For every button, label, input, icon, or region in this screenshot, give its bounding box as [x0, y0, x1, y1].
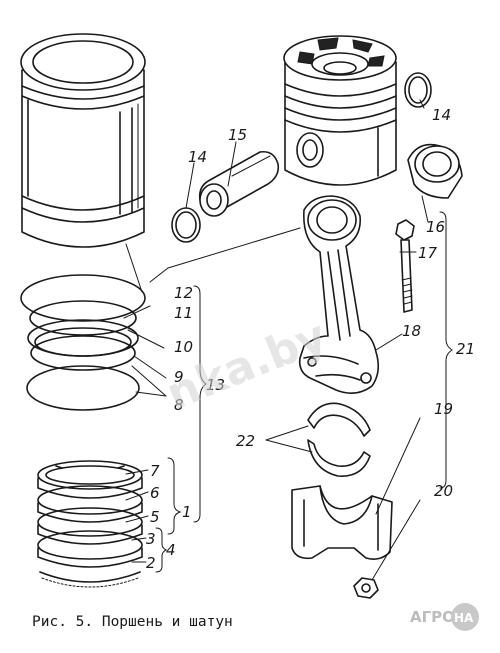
label-5: 5	[150, 508, 160, 526]
connecting-rod	[298, 195, 380, 394]
label-7: 7	[150, 462, 160, 480]
label-1: 1	[182, 503, 192, 521]
label-11: 11	[174, 304, 193, 322]
label-14-right: 14	[432, 106, 451, 124]
brand-part1: АГРО	[410, 608, 455, 626]
small-end-bushing	[407, 143, 463, 199]
label-19: 19	[434, 400, 453, 418]
connecting-rod-bolt	[395, 219, 415, 313]
label-12: 12	[174, 284, 193, 302]
label-10: 10	[174, 338, 193, 356]
label-16: 16	[426, 218, 445, 236]
label-20: 20	[434, 482, 453, 500]
bearing-shell-lower	[307, 439, 371, 477]
piston-pin	[198, 150, 280, 217]
label-18: 18	[402, 322, 421, 340]
rod-nut	[353, 577, 379, 599]
label-6: 6	[150, 484, 160, 502]
label-15: 15	[228, 126, 247, 144]
liner-seal-rings	[20, 274, 146, 411]
piston	[283, 35, 397, 186]
label-4: 4	[166, 541, 176, 559]
watermark-text: nka.by	[160, 310, 334, 420]
label-9: 9	[174, 368, 184, 386]
piston-ring-set	[37, 460, 143, 588]
label-17: 17	[418, 244, 438, 262]
label-3: 3	[146, 530, 156, 548]
brand-logo: АГРО НА	[410, 603, 479, 631]
connecting-rod-cap	[291, 485, 393, 560]
circlip-left	[171, 207, 201, 243]
part-number-labels: 14 15 14 16 17 12 11 10 9 13 8 18 21 19 …	[146, 106, 475, 572]
cylinder-liner	[20, 33, 146, 248]
bearing-shell-upper	[307, 402, 371, 437]
label-13: 13	[206, 376, 225, 394]
brand-part2: НА	[454, 611, 474, 625]
leader-lines	[123, 99, 453, 581]
label-22: 22	[236, 432, 255, 450]
figure-caption: Рис. 5. Поршень и шатун	[32, 614, 233, 630]
circlip-right	[404, 72, 432, 108]
label-14-left: 14	[188, 148, 207, 166]
label-8: 8	[174, 396, 184, 414]
label-2: 2	[146, 554, 156, 572]
label-21: 21	[456, 340, 475, 358]
